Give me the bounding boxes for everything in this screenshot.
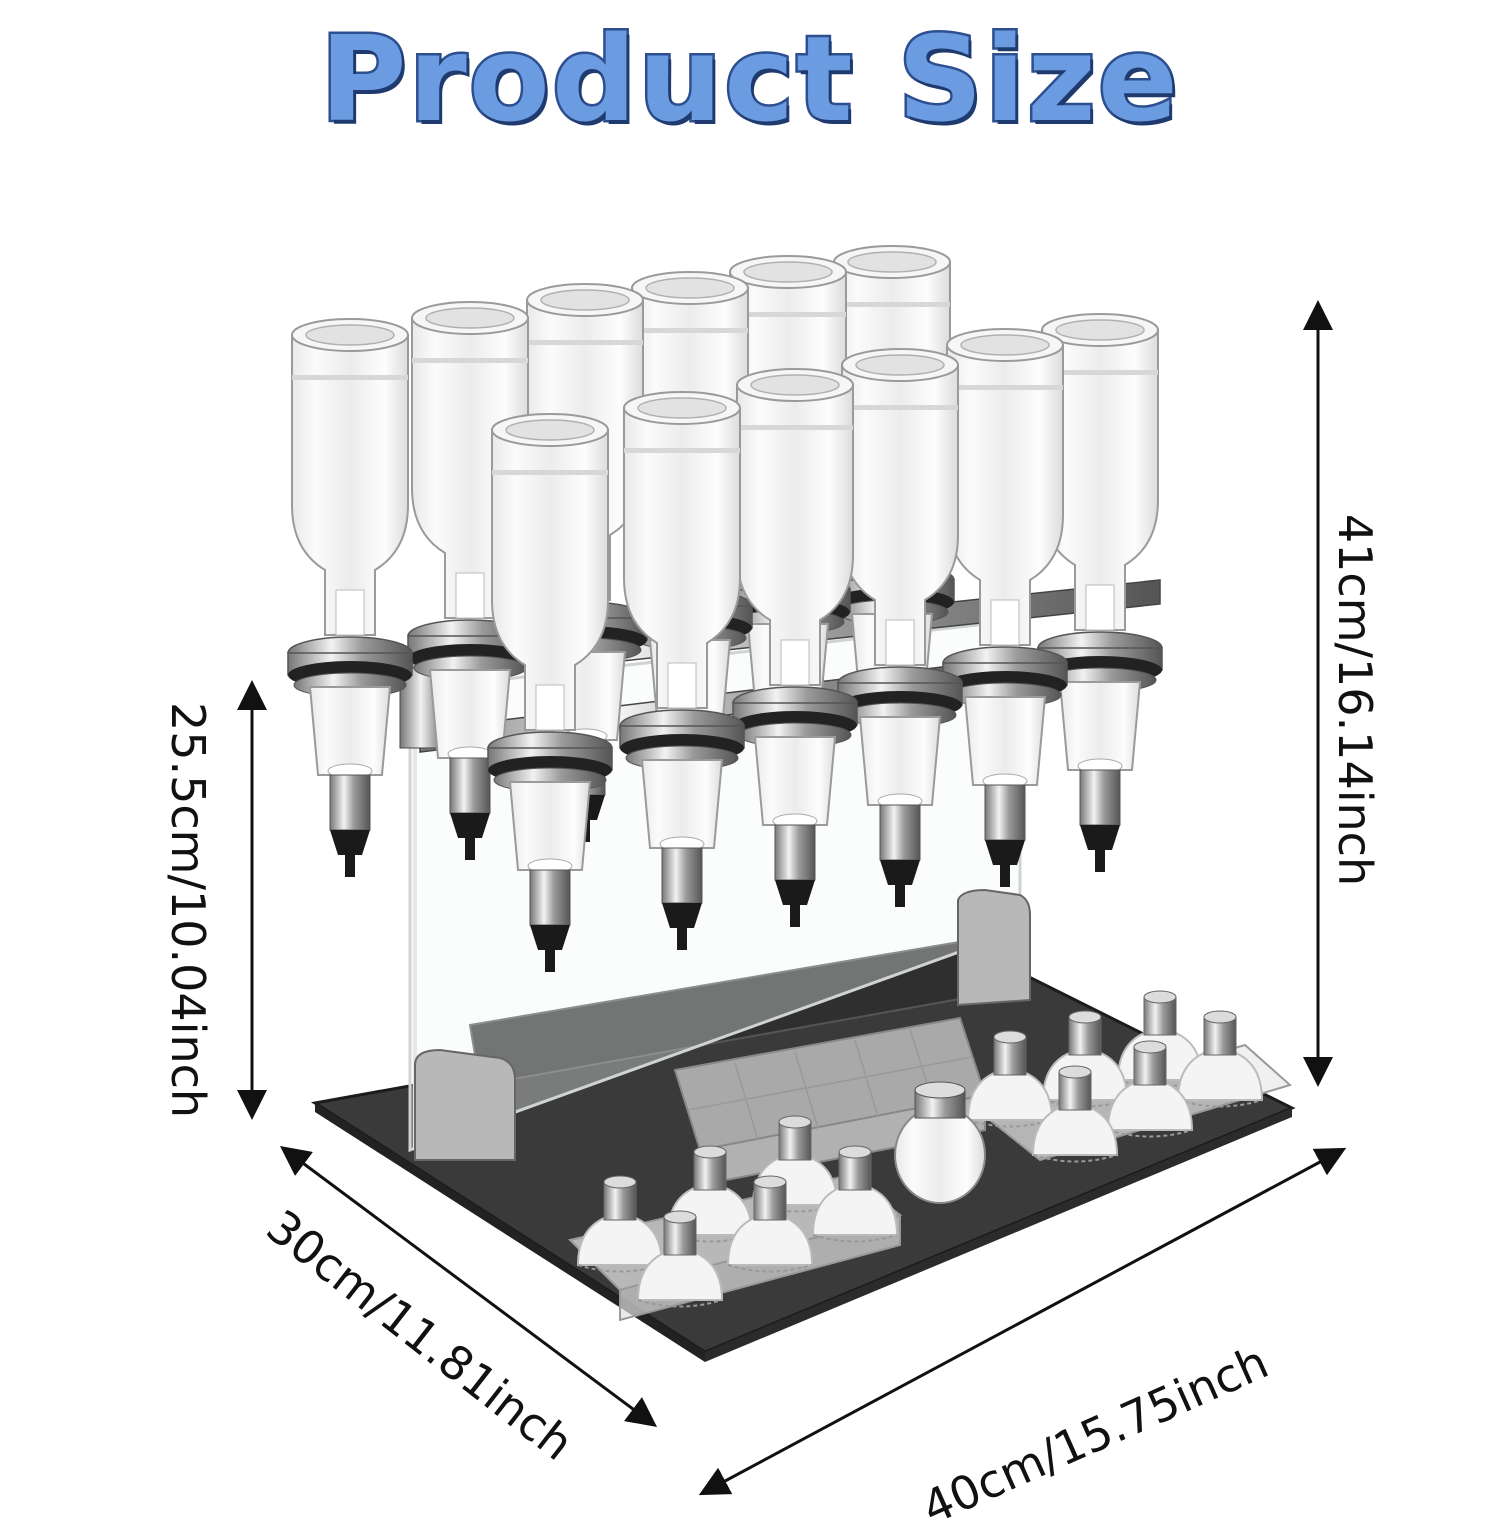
stand-feet (414, 888, 1031, 1161)
page-title: Product Size (318, 8, 1181, 151)
height-stand-label: 25.5cm/10.04inch (161, 701, 215, 1119)
height-total-label: 41cm/16.14inch (1328, 513, 1382, 887)
product-illustration (237, 245, 1347, 1496)
arrow-icon (279, 1146, 658, 1427)
arrow-icon (698, 1147, 1347, 1496)
shaker-tray-right (967, 990, 1293, 1163)
